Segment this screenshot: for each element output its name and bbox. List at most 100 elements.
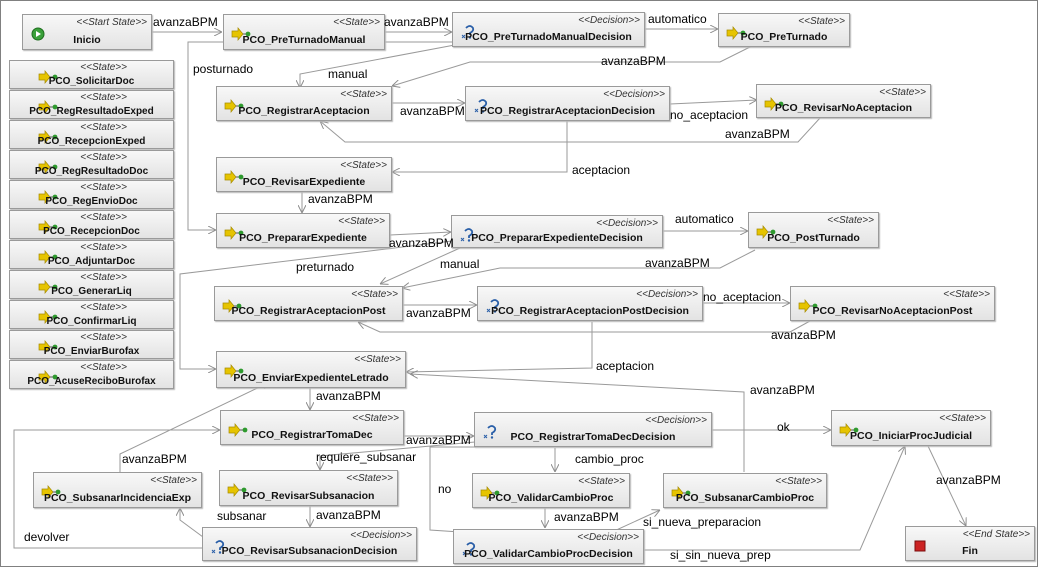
node-name: PCO_PreTurnado bbox=[740, 31, 828, 43]
decision-icon bbox=[473, 99, 493, 113]
node-name: PCO_RecepcionDoc bbox=[43, 226, 140, 237]
edge-decision-enviarletrado-preturnado bbox=[179, 240, 453, 369]
stereotype-label: <<State>> bbox=[340, 89, 387, 100]
side-state-1[interactable]: <<State>>PCO_RegResultadoExped bbox=[9, 90, 174, 119]
node-registrar-aceptacion-post-decision[interactable]: <<Decision>>PCO_RegistrarAceptacionPostD… bbox=[477, 286, 703, 321]
side-state-0[interactable]: <<State>>PCO_SolicitarDoc bbox=[9, 60, 174, 89]
side-state-10[interactable]: <<State>>PCO_AcuseReciboBurofax bbox=[9, 360, 174, 389]
edge-iniciarproc-fin bbox=[927, 445, 966, 526]
node-name: PCO_RevisarNoAceptacionPost bbox=[812, 305, 973, 317]
stereotype-label: <<State>> bbox=[352, 413, 399, 424]
edge-subsanarcambio-enviarletrado bbox=[410, 374, 745, 472]
edge-decision-registrarpost-manual bbox=[380, 247, 461, 284]
edge-prepararexpediente-decision bbox=[389, 232, 451, 235]
decision-icon bbox=[461, 542, 481, 556]
node-revisar-subsanacion-decision[interactable]: <<Decision>>PCO_RevisarSubsanacionDecisi… bbox=[202, 527, 417, 561]
node-enviar-expediente-letrado[interactable]: <<State>>PCO_EnviarExpedienteLetrado bbox=[216, 351, 406, 388]
stereotype-label: <<State>> bbox=[879, 87, 926, 98]
node-registrar-aceptacion-post[interactable]: <<State>> PCO_RegistrarAceptacionPost bbox=[214, 286, 403, 321]
stereotype-label: <<State>> bbox=[775, 476, 822, 487]
node-name: PCO_ConfirmarLiq bbox=[46, 316, 137, 327]
edge-label: automatico bbox=[675, 212, 734, 226]
state-icon bbox=[38, 310, 58, 324]
node-registrar-aceptacion-decision[interactable]: <<Decision>>PCO_RegistrarAceptacionDecis… bbox=[465, 86, 670, 121]
node-name: PCO_RevisarNoAceptacion bbox=[774, 102, 913, 114]
node-name: PCO_SubsanarIncidenciaExp bbox=[43, 492, 192, 504]
side-state-6[interactable]: <<State>>PCO_AdjuntarDoc bbox=[9, 240, 174, 269]
stereotype-label: <<State>> bbox=[80, 182, 127, 193]
node-preturnado[interactable]: <<State>> PCO_PreTurnado bbox=[718, 13, 850, 47]
edge-label: avanzaBPM bbox=[936, 473, 1001, 487]
node-name: PCO_RegEnvioDoc bbox=[45, 196, 138, 207]
edge-label: automatico bbox=[648, 12, 707, 26]
node-name: PCO_ValidarCambioProc bbox=[488, 492, 614, 504]
node-revisar-subsanacion[interactable]: <<State>>PCO_RevisarSubsanacion bbox=[219, 470, 398, 506]
edge-label: avanzaBPM bbox=[601, 54, 666, 68]
node-name: PCO_RegistrarAceptacionPost bbox=[231, 305, 386, 317]
node-preparar-expediente[interactable]: <<State>>PCO_PrepararExpediente bbox=[216, 213, 390, 248]
edge-preturnado-registraraceptacion bbox=[392, 41, 761, 86]
stereotype-label: <<State>> bbox=[80, 212, 127, 223]
node-name: PCO_RecepcionExped bbox=[37, 136, 146, 147]
node-subsanar-incidencia-exp[interactable]: <<State>>PCO_SubsanarIncidenciaExp bbox=[33, 472, 202, 508]
node-subsanar-cambio-proc[interactable]: <<State>>PCO_SubsanarCambioProc bbox=[663, 473, 827, 508]
node-fin[interactable]: <<End State>>Fin bbox=[905, 526, 1035, 561]
state-icon bbox=[224, 364, 244, 378]
node-preturnado-manual-decision[interactable]: <<Decision>> PCO_PreTurnadoManualDecision bbox=[452, 12, 645, 47]
stereotype-label: <<State>> bbox=[351, 289, 398, 300]
node-revisar-no-aceptacion[interactable]: <<State>> PCO_RevisarNoAceptacion bbox=[756, 84, 931, 118]
stereotype-label: <<State>> bbox=[798, 16, 845, 27]
node-inicio[interactable]: <<Start State>>Inicio bbox=[22, 14, 152, 50]
stereotype-label: <<State>> bbox=[80, 152, 127, 163]
node-post-turnado[interactable]: <<State>>PCO_PostTurnado bbox=[748, 212, 879, 248]
stereotype-label: <<State>> bbox=[80, 92, 127, 103]
edge-label: manual bbox=[328, 67, 368, 81]
side-state-8[interactable]: <<State>>PCO_ConfirmarLiq bbox=[9, 300, 174, 329]
side-state-2[interactable]: <<State>> PCO_RecepcionExped bbox=[9, 120, 174, 149]
node-preturnado-manual[interactable]: <<State>>PCO_PreTurnadoManual bbox=[223, 14, 385, 50]
node-preparar-expediente-decision[interactable]: <<Decision>>PCO_PrepararExpedienteDecisi… bbox=[451, 215, 663, 248]
stereotype-label: <<Decision>> bbox=[578, 15, 640, 26]
node-revisar-no-aceptacion-post[interactable]: <<State>>PCO_RevisarNoAceptacionPost bbox=[790, 286, 995, 321]
side-state-7[interactable]: <<State>>PCO_GenerarLiq bbox=[9, 270, 174, 299]
node-name: PCO_RegistrarAceptacionDecision bbox=[479, 105, 656, 117]
stereotype-label: <<State>> bbox=[80, 122, 127, 133]
end-state-icon bbox=[913, 539, 933, 553]
state-icon bbox=[224, 226, 244, 240]
stereotype-label: <<State>> bbox=[80, 332, 127, 343]
stereotype-label: <<Decision>> bbox=[577, 532, 639, 543]
node-name: PCO_SolicitarDoc bbox=[48, 76, 135, 87]
node-revisar-expediente[interactable]: <<State>>PCO_RevisarExpediente bbox=[216, 157, 392, 192]
node-name: Inicio bbox=[73, 34, 101, 46]
state-icon bbox=[228, 423, 248, 437]
node-iniciar-proc-judicial[interactable]: <<State>>PCO_IniciarProcJudicial bbox=[831, 410, 991, 446]
edge-postturnado-registrarpost bbox=[402, 249, 756, 288]
node-name: PCO_PreTurnadoManualDecision bbox=[465, 31, 632, 43]
edge-decision-enviarletrado-aceptacion bbox=[406, 322, 593, 372]
side-state-5[interactable]: <<State>> PCO_RecepcionDoc bbox=[9, 210, 174, 239]
decision-icon bbox=[459, 228, 479, 242]
state-icon bbox=[726, 26, 746, 40]
node-registrar-toma-dec[interactable]: <<State>> PCO_RegistrarTomaDec bbox=[220, 410, 404, 445]
state-icon bbox=[224, 170, 244, 184]
node-validar-cambio-proc[interactable]: <<State>>PCO_ValidarCambioProc bbox=[472, 473, 630, 508]
side-state-4[interactable]: <<State>> PCO_RegEnvioDoc bbox=[9, 180, 174, 209]
node-name: PCO_AcuseReciboBurofax bbox=[27, 376, 156, 387]
edge-label: devolver bbox=[24, 530, 70, 544]
side-state-9[interactable]: <<State>>PCO_EnviarBurofax bbox=[9, 330, 174, 359]
decision-icon bbox=[485, 299, 505, 313]
node-registrar-aceptacion[interactable]: <<State>>PCO_RegistrarAceptacion bbox=[216, 86, 392, 121]
node-name: PCO_RegistrarTomaDec bbox=[251, 429, 373, 441]
node-validar-cambio-proc-decision[interactable]: <<Decision>>PCO_ValidarCambioProcDecisio… bbox=[453, 529, 644, 564]
edge-label: posturnado bbox=[193, 62, 254, 76]
edge-label: avanzaBPM bbox=[750, 383, 815, 397]
edge-label: ok bbox=[777, 420, 790, 434]
state-icon bbox=[38, 190, 58, 204]
node-registrar-toma-dec-decision[interactable]: <<Decision>>PCO_RegistrarTomaDecDecision bbox=[474, 412, 712, 447]
state-icon bbox=[798, 299, 818, 313]
side-state-3[interactable]: <<State>>PCO_RegResultadoDoc bbox=[9, 150, 174, 179]
node-name: PCO_PrepararExpedienteDecision bbox=[471, 232, 643, 244]
state-icon bbox=[38, 370, 58, 384]
edge-decision-revisarexpediente-aceptacion bbox=[392, 121, 568, 172]
